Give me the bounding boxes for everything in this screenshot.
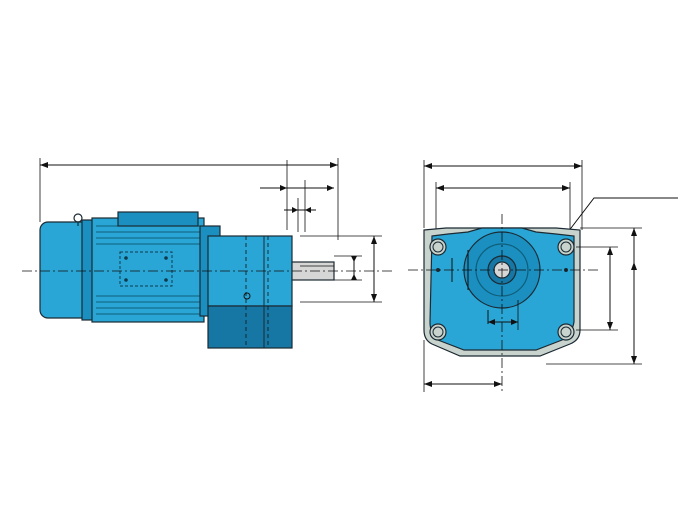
gearbox-lower-housing: [207, 305, 293, 349]
motor-stator-housing: [91, 217, 205, 323]
side-height-dimensions: [300, 235, 382, 303]
eye-bolt: [73, 213, 83, 226]
terminal-box: [117, 211, 199, 227]
bolt-hole-top-right: [557, 238, 575, 256]
nameplate-screws: [124, 256, 168, 282]
motor-body: [39, 211, 221, 323]
overall-length-dimension: [39, 158, 339, 240]
nameplate: [119, 251, 173, 287]
leader-line: [567, 197, 678, 233]
bolt-hole-bottom-right: [557, 323, 575, 341]
front-height-dimensions: [546, 227, 642, 365]
bolt-hole-bottom-left: [429, 323, 447, 341]
bolt-hole-top-left: [429, 238, 447, 256]
side-view: [22, 158, 395, 349]
gearbox-body: [207, 235, 293, 349]
front-internal-dimensions: [451, 250, 519, 330]
front-half-width-dimension: [423, 340, 502, 392]
front-view: [408, 160, 678, 392]
shaft-position-dimensions: [260, 160, 334, 232]
mounting-bolt-holes: [429, 238, 575, 341]
